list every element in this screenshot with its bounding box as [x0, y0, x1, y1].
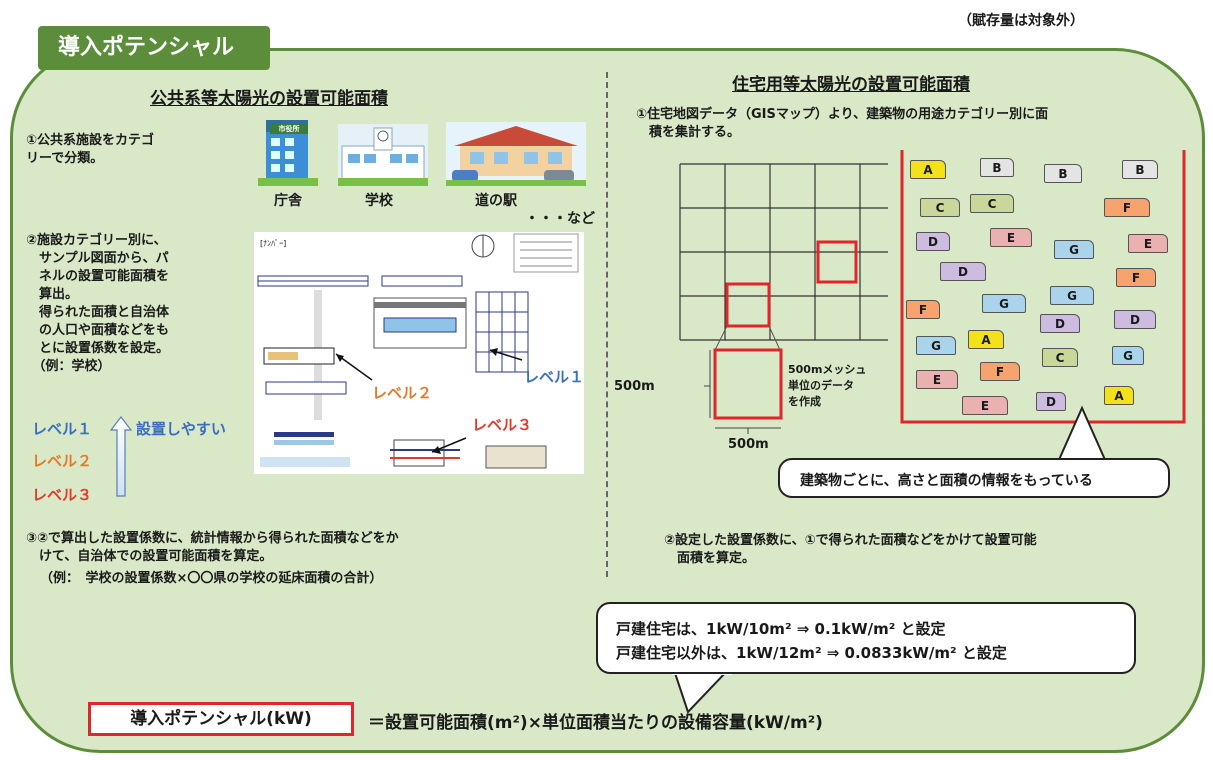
- floor-plan-drawing: [257, 233, 579, 469]
- city-hall-sign: 市役所: [270, 124, 308, 134]
- capacity-note: 戸建住宅は、1kW/10m² ⇒ 0.1kW/m² と設定 戸建住宅以外は、1k…: [596, 602, 1136, 674]
- building-g: G: [982, 294, 1026, 313]
- dimension-horizontal: 500m: [728, 437, 769, 452]
- building-d: D: [940, 262, 986, 281]
- building-g: G: [1050, 286, 1094, 305]
- building-c: C: [970, 194, 1014, 213]
- left-step1: ①公共系施設をカテゴ リーで分類。: [26, 133, 155, 166]
- building-b: B: [980, 158, 1014, 177]
- right-heading: 住宅用等太陽光の設置可能面積: [732, 75, 970, 95]
- building-a: A: [1104, 386, 1134, 405]
- building-f: F: [1104, 198, 1150, 217]
- mesh-grid-diagram: [679, 150, 1186, 434]
- left-example: （例： 学校の設置係数×〇〇県の学校の延床面積の合計）: [40, 571, 383, 586]
- formula-rest: ＝設置可能面積(m²)×単位面積当たりの設備容量(kW/m²): [368, 713, 823, 733]
- building-c: C: [920, 198, 960, 217]
- left-step3: ③②で算出した設置係数に、統計情報から得られた面積などをか けて、自治体での設置…: [26, 531, 399, 564]
- dimension-vertical: 500m: [614, 379, 655, 394]
- capacity-note-line2: 戸建住宅以外は、1kW/12m² ⇒ 0.0833kW/m² と設定: [616, 644, 1007, 662]
- up-arrow-icon: [110, 416, 132, 497]
- building-d: D: [1114, 310, 1156, 329]
- building-a: A: [968, 330, 1004, 349]
- left-heading: 公共系等太陽光の設置可能面積: [150, 89, 388, 109]
- building-f: F: [980, 362, 1020, 381]
- right-step2: ②設定した設置係数に、①で得られた面積などをかけて設置可能 面積を算定。: [664, 533, 1037, 566]
- formula-boxed-term: 導入ポテンシャル(kW): [88, 702, 354, 736]
- easy-label: 設置しやすい: [136, 420, 226, 438]
- level1-label: レベル１: [32, 420, 93, 438]
- building-info-callout: 建築物ごとに、高さと面積の情報をもっている: [778, 458, 1170, 498]
- sample-drawing: [ﾅﾝﾊﾞｰ] レベル２ レベル１ レベル３: [254, 232, 584, 474]
- building-c: C: [1042, 348, 1078, 367]
- building-e: E: [962, 396, 1008, 415]
- drawing-level3-label: レベル３: [472, 416, 533, 434]
- section-divider: [606, 72, 608, 577]
- capacity-note-line1: 戸建住宅は、1kW/10m² ⇒ 0.1kW/m² と設定: [616, 620, 946, 638]
- building-e: E: [916, 370, 958, 389]
- building-d: D: [1040, 314, 1080, 333]
- building-f: F: [906, 300, 940, 319]
- drawing-corner-label: [ﾅﾝﾊﾞｰ]: [260, 239, 287, 248]
- building-g: G: [1112, 346, 1144, 365]
- building-g: G: [916, 336, 956, 355]
- building-map: A B B B C C F D E G E D F F G G D D G A …: [904, 146, 1186, 422]
- scope-note: （賦存量は対象外）: [958, 13, 1084, 29]
- facility-icons: [258, 120, 586, 186]
- facility-label-roadside-station: 道の駅: [475, 193, 517, 209]
- right-step1: ①住宅地図データ（GISマップ）より、建築物の用途カテゴリー別に面 積を集計する…: [636, 107, 1049, 140]
- building-f: F: [1116, 268, 1156, 287]
- callout-tail: [1056, 405, 1108, 464]
- building-a: A: [910, 160, 946, 179]
- building-info-callout-text: 建築物ごとに、高さと面積の情報をもっている: [800, 473, 1093, 489]
- facility-label-city-hall: 庁舎: [274, 193, 302, 209]
- etc-label: ・・・など: [525, 211, 595, 227]
- page-title: 導入ポテンシャル: [38, 26, 270, 70]
- level3-label: レベル３: [32, 486, 93, 504]
- building-b: B: [1044, 164, 1082, 183]
- building-d: D: [916, 232, 950, 251]
- building-d: D: [1036, 392, 1066, 411]
- facility-label-school: 学校: [365, 193, 393, 209]
- building-e: E: [990, 228, 1032, 247]
- building-b: B: [1122, 160, 1158, 179]
- drawing-level1-label: レベル１: [524, 368, 585, 386]
- building-g: G: [1054, 240, 1094, 259]
- level2-label: レベル２: [32, 452, 93, 470]
- school-icon: [338, 124, 428, 186]
- mesh-note: 500mメッシュ 単位のデータ を作成: [788, 363, 867, 408]
- drawing-level2-label: レベル２: [372, 384, 433, 402]
- roadside-station-icon: [446, 122, 586, 186]
- left-step2: ②施設カテゴリー別に、 サンプル図面から、パ ネルの設置可能面積を 算出。 得ら…: [26, 233, 170, 374]
- building-e: E: [1128, 234, 1168, 253]
